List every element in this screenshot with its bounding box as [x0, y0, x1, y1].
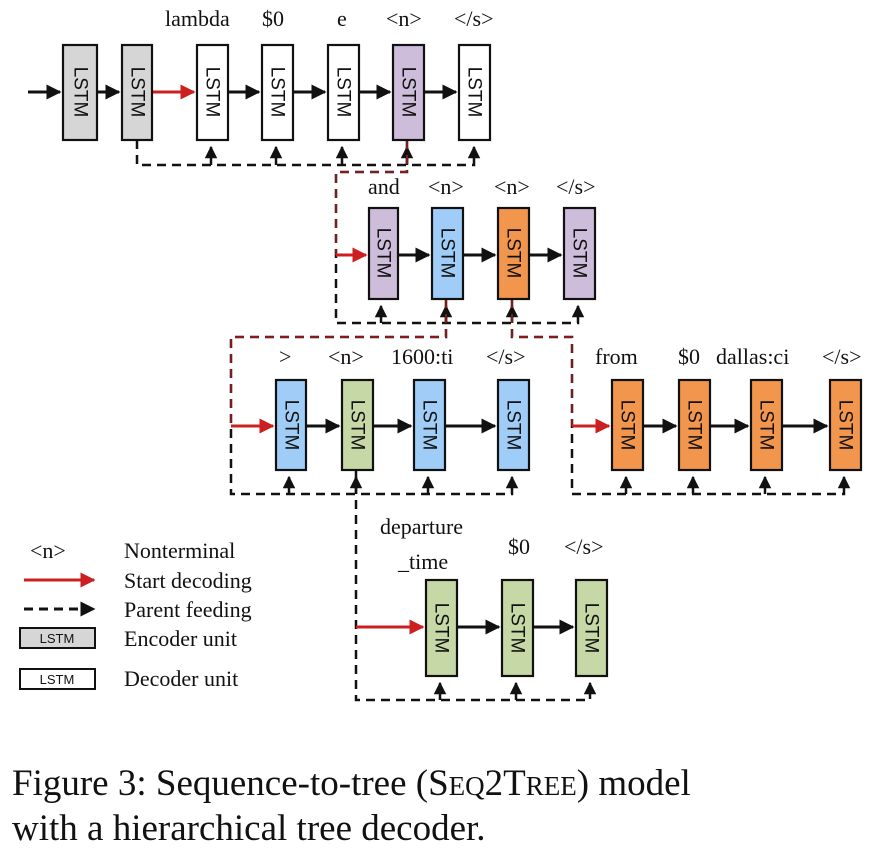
token-end: </s> [556, 174, 596, 199]
legend-start-label: Start decoding [124, 568, 252, 593]
token-nonterminal: <n> [386, 6, 422, 31]
encoder-lstm-cell-2 [120, 43, 154, 142]
figure-caption: Figure 3: Sequence-to-tree (SEQ2TREE) mo… [12, 763, 691, 849]
legend-parent-label: Parent feeding [124, 597, 252, 622]
cell-label: LSTM [419, 400, 440, 451]
legend-decoder-box-text: LSTM [40, 672, 75, 687]
lstm-cells [61, 43, 863, 678]
decoder-lstm-cell [562, 206, 597, 301]
legend: <n> Nonterminal Start decoding Parent fe… [19, 538, 252, 691]
start-decoding-arrows [152, 84, 611, 635]
decoder-lstm-cell [457, 43, 492, 142]
legend-encoder-box [19, 627, 96, 649]
decoder-lstm-cell-nonterminal [496, 206, 531, 301]
legend-decoder-box [19, 668, 96, 690]
from-token-labels: from $0 dallas:ci </s> [595, 344, 862, 369]
sequence-arrows [28, 84, 829, 635]
token-dollar0: $0 [508, 534, 530, 559]
cell-label: LSTM [507, 603, 528, 654]
decoder-lstm-cell-nonterminal [430, 206, 465, 301]
decoder-lstm-cell [574, 578, 609, 678]
decoder-lstm-cell [195, 43, 230, 142]
cell-label: LSTM [333, 67, 354, 118]
decoder-lstm-cell [326, 43, 361, 142]
token-nonterminal: <n> [494, 174, 530, 199]
token-e: e [337, 6, 347, 31]
token-and: and [368, 174, 400, 199]
token-lambda: lambda [165, 6, 230, 31]
top-token-labels: lambda $0 e <n> </s> [165, 6, 494, 31]
token-time: _time [397, 549, 448, 574]
gt-token-labels: > <n> 1600:ti </s> [279, 344, 526, 369]
decoder-lstm-cell [749, 378, 784, 472]
cell-label: LSTM [569, 228, 590, 279]
departure-token-labels: departure _time $0 </s> [380, 514, 604, 574]
token-end: </s> [822, 344, 862, 369]
token-nonterminal: <n> [328, 344, 364, 369]
cell-label: LSTM [431, 603, 452, 654]
legend-decoder-label: Decoder unit [124, 666, 238, 691]
lstm-cell-labels: LSTM LSTM LSTM LSTM LSTM LSTM LSTM LSTM … [70, 67, 856, 654]
token-dollar0: $0 [678, 344, 700, 369]
cell-label: LSTM [127, 67, 148, 118]
legend-encoder-box-text: LSTM [40, 631, 75, 646]
token-departure: departure [380, 514, 463, 539]
decoder-lstm-cell [677, 378, 712, 472]
cell-label: LSTM [581, 603, 602, 654]
token-greater-than: > [279, 344, 291, 369]
decoder-lstm-cell-nonterminal [340, 378, 375, 472]
decoder-lstm-cell [274, 378, 308, 472]
token-end: </s> [486, 344, 526, 369]
legend-nonterminal-symbol: <n> [30, 538, 66, 563]
token-end: </s> [564, 534, 604, 559]
caption-line-2: with a hierarchical tree decoder. [12, 808, 486, 849]
and-token-labels: and <n> <n> </s> [368, 174, 596, 199]
cell-label: LSTM [503, 228, 524, 279]
token-1600ti: 1600:ti [391, 344, 453, 369]
decoder-lstm-cell [610, 378, 645, 472]
decoder-lstm-cell [828, 378, 863, 472]
token-from: from [595, 344, 638, 369]
cell-label: LSTM [281, 400, 302, 451]
cell-label: LSTM [398, 67, 419, 118]
token-dollar0: $0 [262, 6, 284, 31]
token-end: </s> [454, 6, 494, 31]
legend-nonterminal-label: Nonterminal [124, 538, 235, 563]
cell-label: LSTM [684, 400, 705, 451]
token-nonterminal: <n> [428, 174, 464, 199]
cell-label: LSTM [347, 400, 368, 451]
cell-label: LSTM [437, 228, 458, 279]
cell-label: LSTM [503, 400, 524, 451]
decoder-lstm-cell [500, 578, 535, 678]
red-path-overlay [230, 140, 573, 426]
cell-label: LSTM [267, 67, 288, 118]
cell-label: LSTM [756, 400, 777, 451]
decoder-lstm-cell [367, 206, 400, 301]
decoder-lstm-cell [496, 378, 531, 472]
cell-label: LSTM [835, 400, 856, 451]
token-dallasci: dallas:ci [716, 344, 789, 369]
cell-label: LSTM [202, 67, 223, 118]
caption-line-1: Figure 3: Sequence-to-tree (SEQ2TREE) mo… [12, 763, 691, 804]
cell-label: LSTM [70, 67, 91, 118]
decoder-lstm-cell [412, 378, 447, 472]
decoder-lstm-cell-nonterminal [391, 43, 426, 142]
decoder-lstm-cell [424, 578, 459, 678]
cell-label: LSTM [373, 228, 394, 279]
encoder-lstm-cell-1 [61, 43, 99, 142]
legend-encoder-label: Encoder unit [124, 626, 237, 651]
cell-label: LSTM [617, 400, 638, 451]
decoder-lstm-cell [260, 43, 295, 142]
cell-label: LSTM [464, 67, 485, 118]
